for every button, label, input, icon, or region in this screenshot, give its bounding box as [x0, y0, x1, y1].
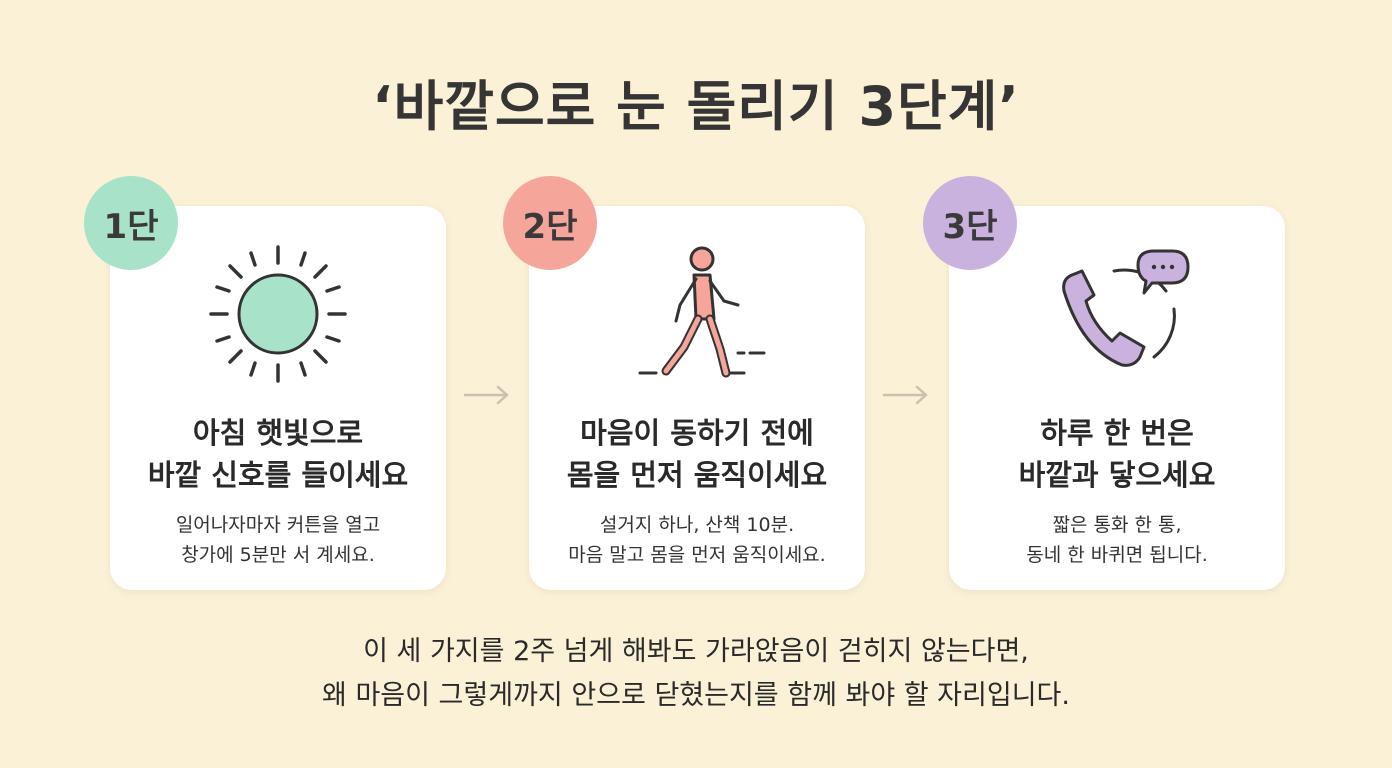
step-3-description: 짧은 통화 한 통, 동네 한 바퀴면 됩니다. — [949, 510, 1285, 570]
step-card-2: 마음이 동하기 전에 몸을 먼저 움직이세요 설거지 하나, 산책 10분. 마… — [529, 206, 865, 590]
step-3-heading-line2: 바깥과 닿으세요 — [1018, 458, 1216, 492]
footer-note-line1: 이 세 가지를 2주 넘게 해봐도 가라앉음이 걷히지 않는다면, — [363, 636, 1029, 667]
step-1-description-line1: 일어나자마자 커튼을 열고 — [175, 514, 381, 536]
step-3-description-line1: 짧은 통화 한 통, — [1052, 514, 1182, 536]
step-3-heading-line1: 하루 한 번은 — [1040, 416, 1194, 450]
sun-icon — [110, 234, 446, 394]
step-1-badge: 1단 — [84, 176, 178, 270]
step-3-description-line2: 동네 한 바퀴면 됩니다. — [1026, 544, 1208, 566]
step-1-description-line2: 창가에 5분만 서 계세요. — [181, 544, 375, 566]
step-2-description-line1: 설거지 하나, 산책 10분. — [599, 514, 795, 536]
step-2-badge: 2단 — [503, 176, 597, 270]
step-3-badge: 3단 — [923, 176, 1017, 270]
step-1-heading-line1: 아침 햇빛으로 — [192, 416, 364, 450]
step-1-heading-line2: 바깥 신호를 들이세요 — [147, 458, 409, 492]
step-2-heading-line2: 몸을 먼저 움직이세요 — [566, 458, 828, 492]
step-2-heading: 마음이 동하기 전에 몸을 먼저 움직이세요 — [529, 412, 865, 496]
walking-person-icon — [529, 234, 865, 394]
step-card-3: 하루 한 번은 바깥과 닿으세요 짧은 통화 한 통, 동네 한 바퀴면 됩니다… — [949, 206, 1285, 590]
step-1-description: 일어나자마자 커튼을 열고 창가에 5분만 서 계세요. — [110, 510, 446, 570]
footer-note-line2: 왜 마음이 그렇게까지 안으로 닫혔는지를 함께 봐야 할 자리입니다. — [322, 680, 1070, 711]
arrow-right-icon — [882, 385, 928, 405]
step-2-heading-line1: 마음이 동하기 전에 — [580, 416, 814, 450]
step-card-1: 아침 햇빛으로 바깥 신호를 들이세요 일어나자마자 커튼을 열고 창가에 5분… — [110, 206, 446, 590]
step-2-description-line2: 마음 말고 몸을 먼저 움직이세요. — [568, 544, 826, 566]
arrow-right-icon — [463, 385, 509, 405]
footer-note: 이 세 가지를 2주 넘게 해봐도 가라앉음이 걷히지 않는다면, 왜 마음이 … — [0, 630, 1392, 718]
step-3-heading: 하루 한 번은 바깥과 닿으세요 — [949, 412, 1285, 496]
step-1-heading: 아침 햇빛으로 바깥 신호를 들이세요 — [110, 412, 446, 496]
phone-chat-icon — [949, 234, 1285, 394]
step-2-description: 설거지 하나, 산책 10분. 마음 말고 몸을 먼저 움직이세요. — [529, 510, 865, 570]
page-title: ‘바깥으로 눈 돌리기 3단계’ — [372, 75, 1020, 138]
